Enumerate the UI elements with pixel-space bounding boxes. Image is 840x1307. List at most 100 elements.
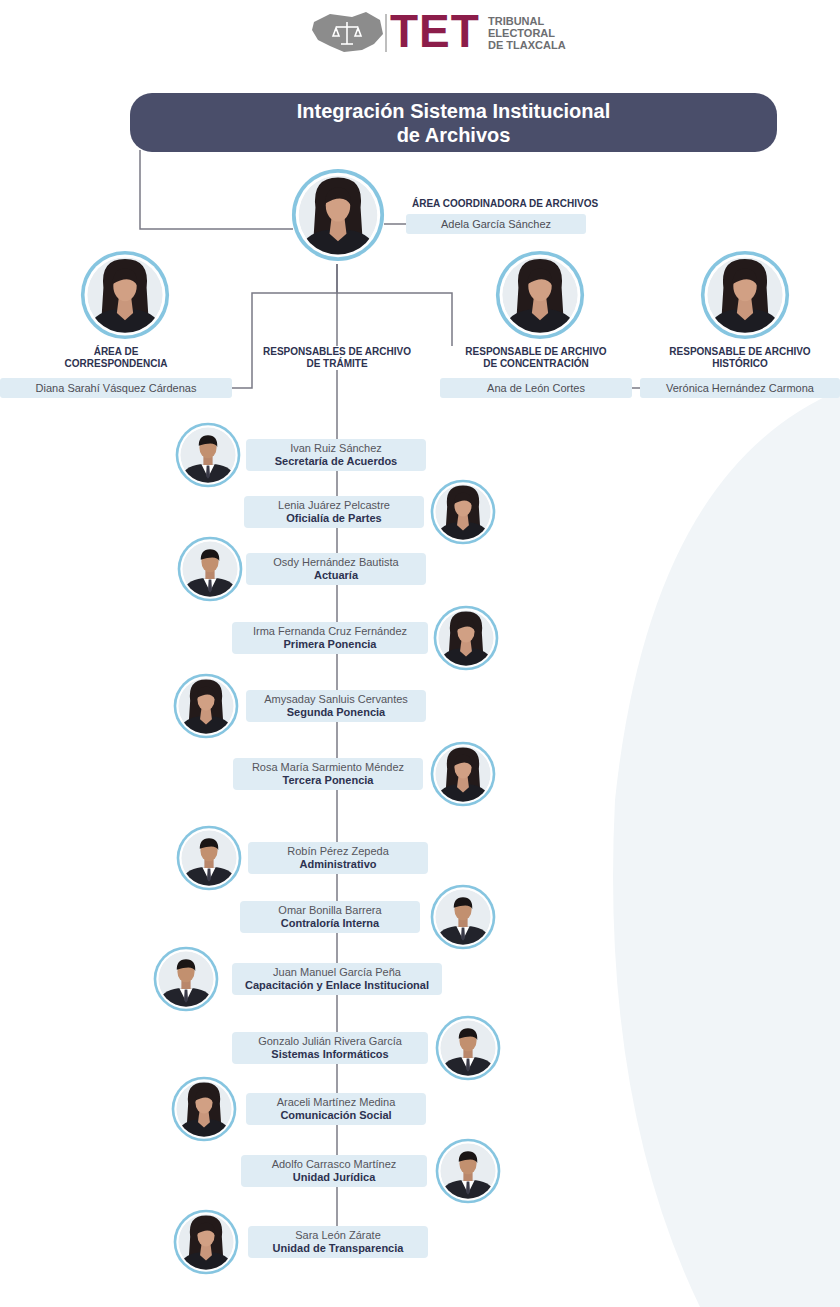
connector-line (336, 1125, 338, 1155)
person-name: Omar Bonilla Barrera (249, 904, 411, 917)
person-photo (431, 885, 496, 950)
person-photo (431, 742, 496, 807)
connector-line (632, 387, 640, 389)
person-name: Lenia Juárez Pelcastre (253, 499, 415, 512)
person-photo (172, 1077, 237, 1142)
connector-line (336, 654, 338, 690)
archive-node: ÁREA DE CORRESPONDENCIA Diana Sarahí Vásq… (0, 346, 232, 398)
person-name: Rosa María Sarmiento Méndez (242, 761, 414, 774)
person-name: Robín Pérez Zepeda (257, 845, 419, 858)
person-pill: Amysaday Sanluis CervantesSegunda Ponenc… (246, 690, 426, 722)
scales-icon (333, 22, 361, 44)
connector-line (336, 874, 338, 901)
person-pill: Lenia Juárez PelcastreOficialía de Parte… (244, 496, 424, 528)
logo-separator (385, 14, 387, 52)
coordinator-node: ÁREA COORDINADORA DE ARCHIVOS Adela Garcí… (288, 166, 598, 264)
scales-pans (333, 28, 361, 36)
person-name: Ivan Ruiz Sánchez (255, 442, 417, 455)
title-text: Integración Sistema Institucional de Arc… (289, 99, 619, 147)
connector-line (336, 585, 338, 622)
person-photo (431, 480, 496, 545)
scales-base (341, 43, 353, 45)
connector-line (336, 471, 338, 496)
role-heading: RESPONSABLES DE ARCHIVO DE TRÁMITE (258, 346, 416, 370)
person-photo (701, 251, 789, 340)
connector-line (336, 722, 338, 758)
group-heading: RESPONSABLES DE ARCHIVO DE TRÁMITE (258, 346, 416, 370)
connector-line (336, 995, 338, 1032)
person-photo (177, 826, 242, 891)
person-photo (292, 169, 384, 262)
person-name: Araceli Martínez Medina (255, 1096, 417, 1109)
archive-node: RESPONSABLE DE ARCHIVO HISTÓRICO Verónica… (640, 346, 840, 398)
person-photo (154, 947, 219, 1012)
person-name: Osdy Hernández Bautista (255, 556, 417, 569)
role-heading: RESPONSABLE DE ARCHIVO HISTÓRICO (665, 346, 816, 370)
background-curve (613, 390, 840, 1307)
person-pill: Araceli Martínez MedinaComunicación Soci… (246, 1093, 426, 1125)
area-name: Sistemas Informáticos (241, 1048, 419, 1061)
role-heading: ÁREA DE CORRESPONDENCIA (56, 346, 176, 370)
title-leader (140, 150, 293, 229)
person-pill: Osdy Hernández BautistaActuaría (246, 553, 426, 585)
title-band: Integración Sistema Institucional de Arc… (130, 93, 777, 152)
connector-line (336, 933, 338, 963)
area-name: Tercera Ponencia (242, 774, 414, 787)
person-pill: Sara León ZárateUnidad de Transparencia (248, 1226, 428, 1258)
person-pill: Ivan Ruiz SánchezSecretaría de Acuerdos (246, 439, 426, 471)
person-name: Amysaday Sanluis Cervantes (255, 693, 417, 706)
area-name: Unidad Jurídica (250, 1171, 418, 1184)
person-photo (174, 674, 239, 739)
area-name: Primera Ponencia (241, 638, 419, 651)
state-map (312, 12, 383, 52)
person-pill: Juan Manuel García PeñaCapacitación y En… (232, 963, 442, 995)
name-pill: Diana Sarahí Vásquez Cárdenas (0, 378, 232, 398)
person-photo (496, 251, 584, 340)
role-heading: RESPONSABLE DE ARCHIVO DE CONCENTRACIÓN (461, 346, 612, 370)
area-name: Actuaría (255, 569, 417, 582)
person-pill: Irma Fernanda Cruz FernándezPrimera Pone… (232, 622, 428, 654)
person-pill: Rosa María Sarmiento MéndezTercera Ponen… (233, 758, 423, 790)
person-name: Juan Manuel García Peña (241, 966, 433, 979)
person-photo (436, 1139, 501, 1204)
person-pill: Robín Pérez ZepedaAdministrativo (248, 842, 428, 874)
area-name: Oficialía de Partes (253, 512, 415, 525)
area-name: Administrativo (257, 858, 419, 871)
area-name: Segunda Ponencia (255, 706, 417, 719)
area-name: Secretaría de Acuerdos (255, 455, 417, 468)
person-photo (436, 1016, 501, 1081)
connector-line (336, 1187, 338, 1226)
person-photo (174, 1210, 239, 1275)
connector-line (337, 264, 452, 346)
person-name: Sara León Zárate (257, 1229, 419, 1242)
scales-beam (336, 26, 358, 28)
photo-leader (384, 223, 406, 225)
archive-node: RESPONSABLE DE ARCHIVO DE CONCENTRACIÓN A… (440, 346, 632, 398)
logo-acronym: TET (390, 8, 480, 54)
logo-name: TRIBUNAL ELECTORAL DE TLAXCALA (488, 15, 568, 51)
role-heading: ÁREA COORDINADORA DE ARCHIVOS (412, 198, 598, 210)
area-name: Contraloría Interna (249, 917, 411, 930)
connector-line (336, 1064, 338, 1093)
person-photo (178, 537, 243, 602)
name-pill: Verónica Hernández Carmona (640, 378, 840, 398)
connector-line (336, 790, 338, 842)
person-pill: Gonzalo Julián Rivera GarcíaSistemas Inf… (232, 1032, 428, 1064)
area-name: Unidad de Transparencia (257, 1242, 419, 1255)
name-pill: Adela García Sánchez (406, 214, 586, 234)
person-name: Adolfo Carrasco Martínez (250, 1158, 418, 1171)
name-pill: Ana de León Cortes (440, 378, 632, 398)
person-photo (434, 606, 499, 671)
scales-post (346, 22, 348, 44)
person-name: Gonzalo Julián Rivera García (241, 1035, 419, 1048)
connector-line (336, 370, 338, 439)
connector-line (336, 528, 338, 553)
person-pill: Omar Bonilla BarreraContraloría Interna (240, 901, 420, 933)
person-name: Irma Fernanda Cruz Fernández (241, 625, 419, 638)
person-photo (81, 251, 169, 340)
person-photo (176, 423, 241, 488)
area-name: Capacitación y Enlace Institucional (241, 979, 433, 992)
person-pill: Adolfo Carrasco MartínezUnidad Jurídica (241, 1155, 427, 1187)
area-name: Comunicación Social (255, 1109, 417, 1122)
